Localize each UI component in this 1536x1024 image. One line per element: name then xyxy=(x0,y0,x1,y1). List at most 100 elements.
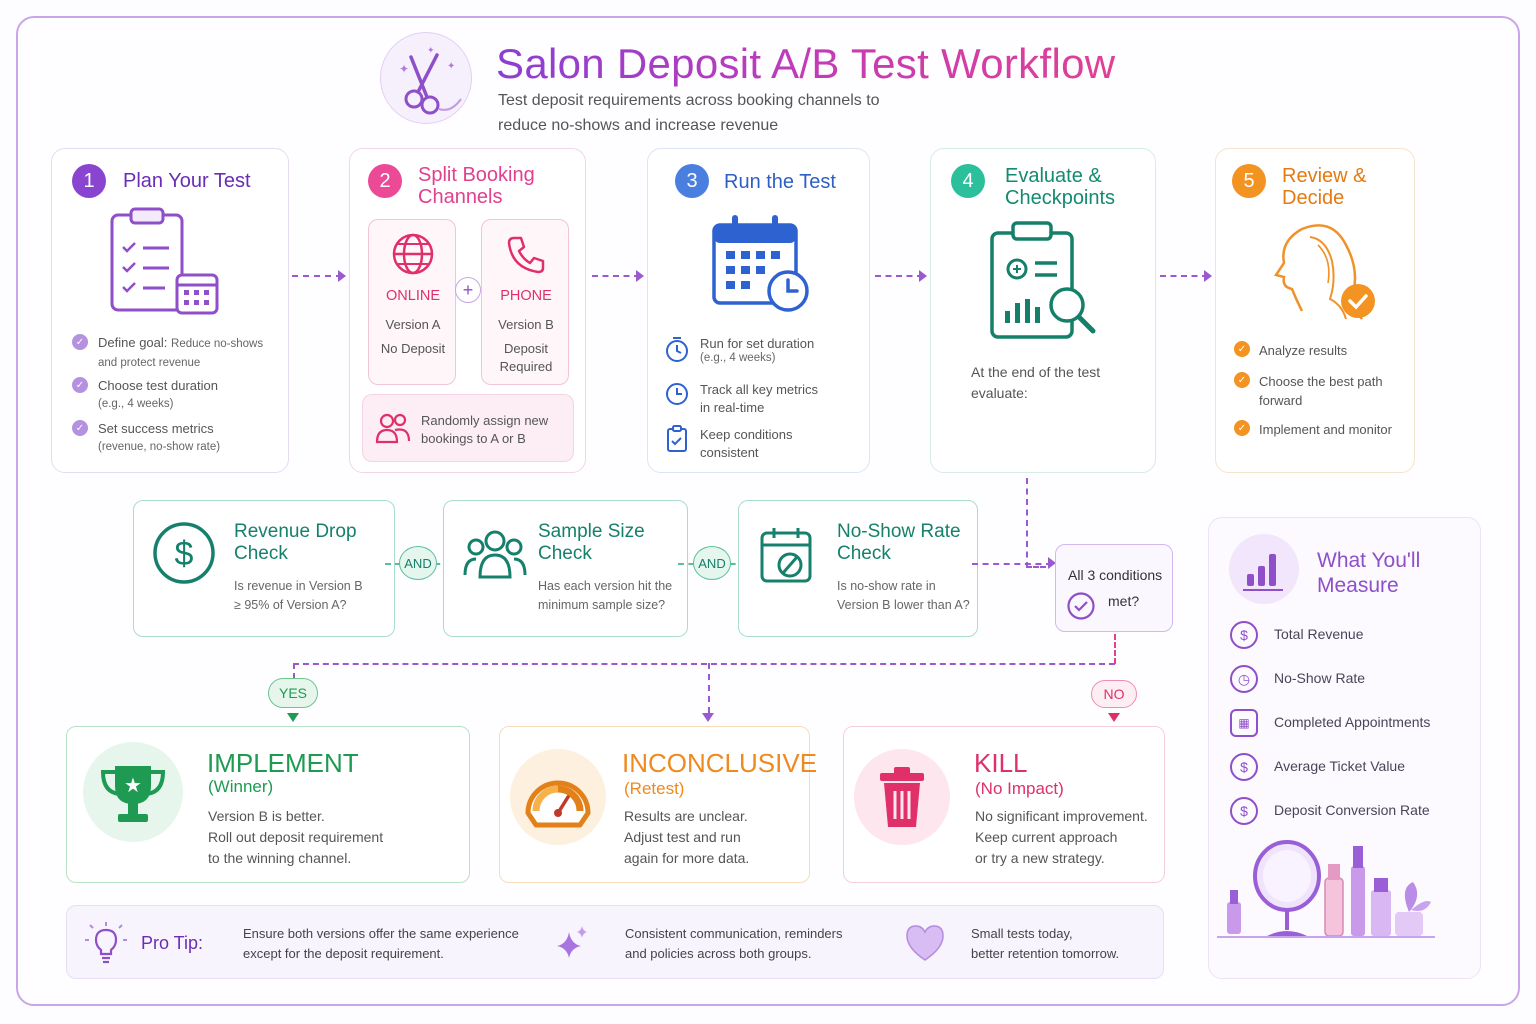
measure-item: ▦Completed Appointments xyxy=(1230,709,1470,737)
arrow-head xyxy=(287,713,299,722)
decision-text-2: met? xyxy=(1108,593,1140,609)
check-circle-icon xyxy=(1067,592,1095,620)
check-desc-2: minimum sample size? xyxy=(538,598,666,612)
run-item-3-sub: consistent xyxy=(700,445,759,460)
measure-item: $Average Ticket Value xyxy=(1230,753,1470,781)
and-badge: AND xyxy=(693,546,731,580)
channel-card-phone: PHONE Version B Deposit Required xyxy=(481,219,569,385)
outcome-line-2: Adjust test and run xyxy=(624,829,741,845)
check-title-2: Check xyxy=(538,543,592,564)
and-badge: AND xyxy=(399,546,437,580)
calendar-no-icon xyxy=(760,528,812,583)
svg-text:★: ★ xyxy=(124,775,142,797)
plan-item-2-text2: (e.g., 4 weeks) xyxy=(98,398,174,410)
channel-desc: No Deposit xyxy=(380,341,446,356)
check-icon: ✓ xyxy=(1234,420,1250,436)
step-card-split: 2 Split Booking Channels ONLINE Version … xyxy=(349,148,586,473)
step-title-2: Checkpoints xyxy=(1005,187,1116,209)
connector-line xyxy=(293,663,1115,665)
vanity-illustration xyxy=(1217,840,1435,938)
plan-item-2-label: Choose test duration xyxy=(98,378,218,393)
step-number: 5 xyxy=(1232,164,1266,198)
plan-item-1: Define goal: Reduce no-shows and protect… xyxy=(98,334,283,372)
scissors-icon: ✦ ✦ ✦ xyxy=(399,45,462,115)
step-title-2: Channels xyxy=(418,186,503,208)
channel-desc-2: Required xyxy=(499,359,553,374)
measure-title-2: Measure xyxy=(1317,574,1399,597)
measure-label: Deposit Conversion Rate xyxy=(1274,802,1430,818)
gauge-icon xyxy=(525,780,591,828)
connector-line xyxy=(708,663,710,713)
plan-item-1-text2: and protect revenue xyxy=(98,357,201,369)
measure-label: Average Ticket Value xyxy=(1274,758,1406,774)
page-subtitle-1: Test deposit requirements across booking… xyxy=(498,92,880,109)
check-icon: ✓ xyxy=(1234,372,1250,388)
measure-label: Total Revenue xyxy=(1274,626,1364,642)
step-title: Run the Test xyxy=(724,171,836,193)
step-card-review: 5 Review & Decide ✓ Analyze results ✓ Ch… xyxy=(1215,148,1415,473)
step-number: 2 xyxy=(368,164,402,198)
outcome-line-1: No significant improvement. xyxy=(975,808,1148,824)
stopwatch-icon xyxy=(666,337,688,362)
step-card-run: 3 Run the Test Run for set duration (e.g… xyxy=(647,148,870,473)
flow-arrow xyxy=(592,270,644,282)
plan-item-3-label: Set success metrics xyxy=(98,421,214,436)
svg-text:✦: ✦ xyxy=(399,62,409,76)
connector-line xyxy=(972,563,1052,565)
review-item-2-sub: forward xyxy=(1259,393,1303,408)
measure-icon-badge xyxy=(1229,534,1299,604)
step-number: 4 xyxy=(951,164,985,198)
calendar-icon: ▦ xyxy=(1230,709,1258,737)
channel-desc-1: Deposit xyxy=(503,341,549,356)
decision-text-1: All 3 conditions xyxy=(1068,567,1163,583)
people-icon xyxy=(463,530,527,579)
run-item-2-sub: in real-time xyxy=(700,400,765,415)
pro-tip-bar: Pro Tip: Ensure both versions offer the … xyxy=(66,905,1164,979)
check-title-1: Revenue Drop xyxy=(234,521,357,542)
evaluate-text-2: evaluate: xyxy=(971,385,1028,401)
channel-version: Version B xyxy=(498,317,554,332)
measure-title-1: What You'll xyxy=(1317,549,1421,572)
outcome-subtitle: (Retest) xyxy=(624,779,685,798)
check-desc-1: Is no-show rate in xyxy=(837,579,936,593)
evaluate-text-1: At the end of the test xyxy=(971,364,1101,380)
check-title-2: Check xyxy=(837,543,891,564)
channel-name: PHONE xyxy=(500,288,552,304)
checklist-icon xyxy=(667,425,687,452)
plus-icon: + xyxy=(455,277,481,303)
trash-badge xyxy=(854,749,950,845)
outcome-line-1: Version B is better. xyxy=(208,808,325,824)
sparkle-icon xyxy=(557,926,587,958)
tip-1-line-2: except for the deposit requirement. xyxy=(243,946,444,961)
tip-2-line-1: Consistent communication, reminders xyxy=(625,926,843,941)
trophy-badge: ★ xyxy=(83,742,183,842)
review-item-3: Implement and monitor xyxy=(1259,422,1392,437)
channel-version: Version A xyxy=(385,317,441,332)
outcome-line-2: Roll out deposit requirement xyxy=(208,829,384,845)
channel-card-online: ONLINE Version A No Deposit xyxy=(368,219,456,385)
clipboard-chart-icon xyxy=(990,221,1096,339)
plan-item-3-text2: (revenue, no-show rate) xyxy=(98,441,221,453)
step-title: Plan Your Test xyxy=(123,170,251,192)
gauge-badge xyxy=(510,749,606,845)
plan-item-2: Choose test duration (e.g., 4 weeks) xyxy=(98,377,283,413)
run-item-3: Keep conditions xyxy=(700,427,793,442)
connector-line xyxy=(1026,478,1028,568)
tip-1-line-1: Ensure both versions offer the same expe… xyxy=(243,926,519,941)
plan-item-3: Set success metrics (revenue, no-show ra… xyxy=(98,420,283,456)
flow-arrow xyxy=(292,270,346,282)
globe-icon xyxy=(392,233,434,275)
plan-item-1-label: Define goal: xyxy=(98,335,168,350)
bar-chart-icon xyxy=(1243,554,1283,591)
check-icon: ✓ xyxy=(72,377,88,393)
step-number: 1 xyxy=(72,164,106,198)
connector-line xyxy=(293,663,295,679)
step-title-1: Review & xyxy=(1282,165,1367,187)
outcome-card-kill: KILL (No Impact) No significant improvem… xyxy=(843,726,1165,883)
outcome-line-3: to the winning channel. xyxy=(208,850,352,866)
channel-name: ONLINE xyxy=(386,288,440,304)
outcome-line-1: Results are unclear. xyxy=(624,808,748,824)
people-icon xyxy=(375,413,411,444)
woman-profile-icon xyxy=(1273,224,1375,320)
logo-badge: ✦ ✦ ✦ xyxy=(380,32,472,124)
